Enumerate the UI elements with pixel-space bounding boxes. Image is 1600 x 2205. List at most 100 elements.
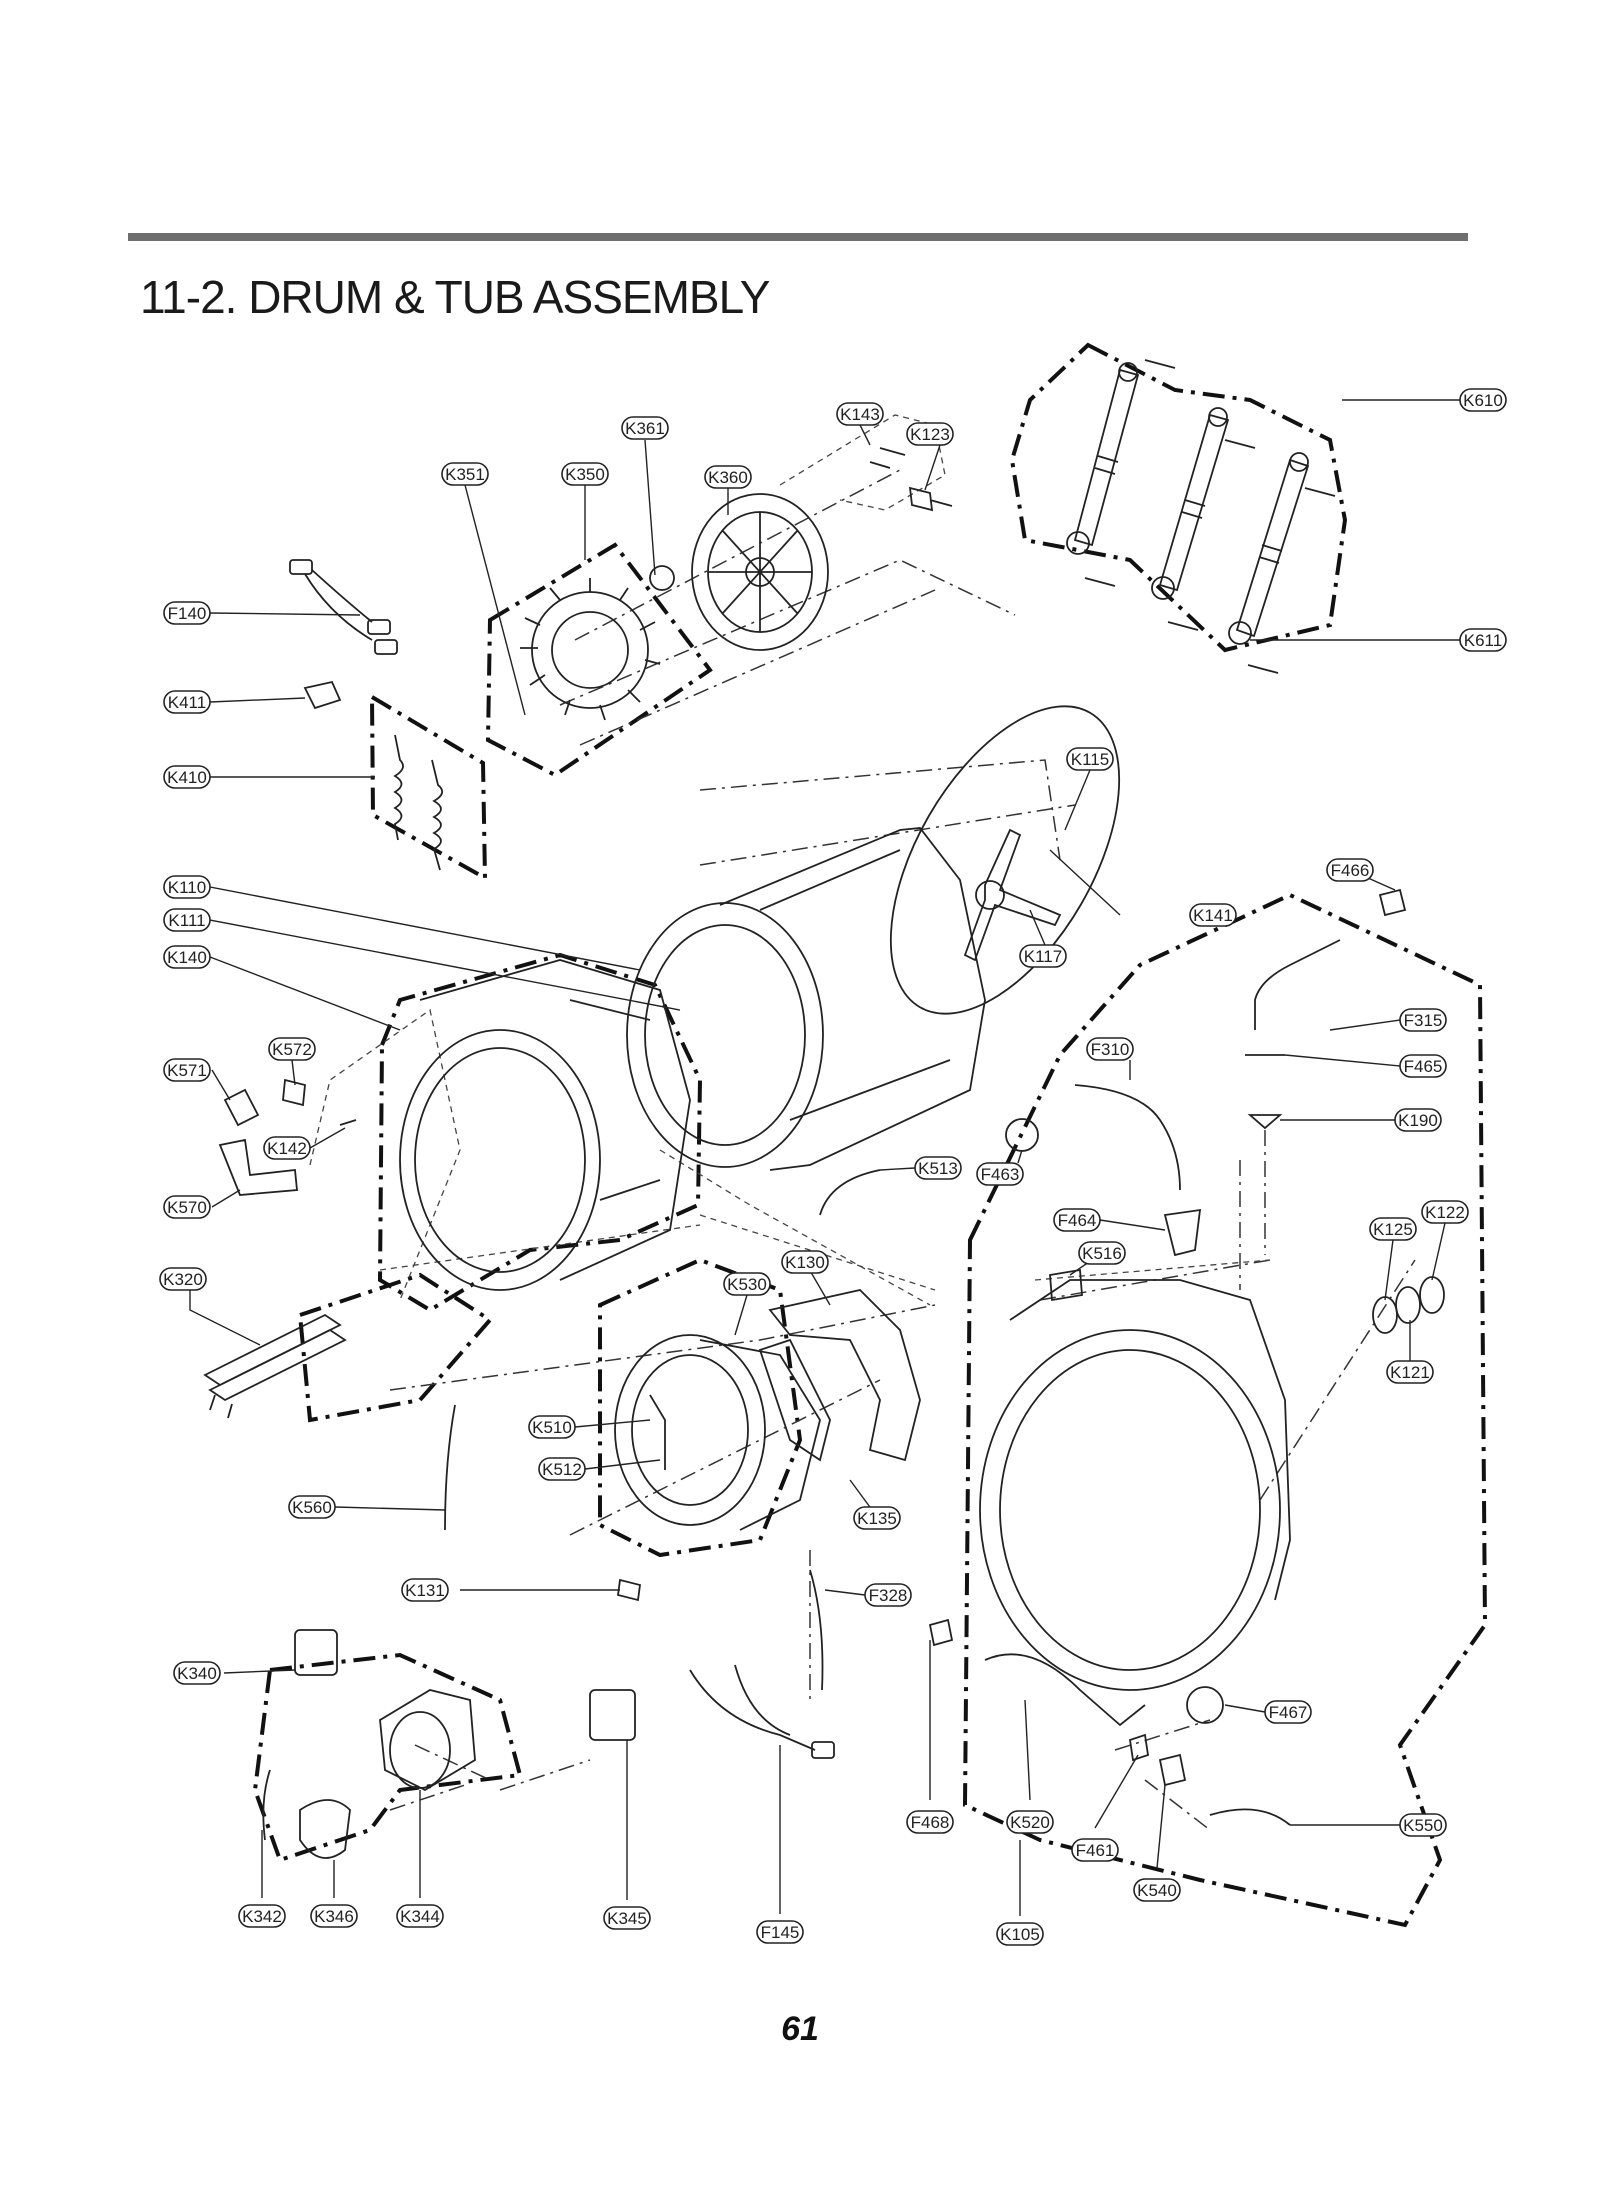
svg-text:F464: F464 [1058,1211,1097,1230]
part-f468 [928,1618,954,1647]
callout-f463: F463 [976,1162,1024,1186]
callout-k351: K351 [441,462,489,486]
boundary-pump [252,1652,523,1863]
callout-k510: K510 [528,1415,576,1439]
callout-k320: K320 [159,1267,207,1291]
svg-text:K513: K513 [918,1159,958,1178]
page-number: 61 [781,2010,819,2048]
svg-text:K131: K131 [405,1581,445,1600]
boundary-shock-absorbers [1009,342,1348,653]
hose-f315 [1254,939,1341,1030]
svg-text:F328: F328 [869,1586,908,1605]
callout-f466: F466 [1326,858,1374,882]
callout-k115: K115 [1066,747,1114,771]
svg-text:K550: K550 [1403,1816,1443,1835]
callout-k346: K346 [310,1904,358,1928]
rotor-k360 [691,493,829,651]
svg-text:K350: K350 [565,465,605,484]
spider-k117 [963,828,1062,962]
callout-k610: K610 [1459,388,1507,412]
wire-harness-f140 [289,559,398,655]
clamp-k572 [282,1078,306,1107]
svg-text:F145: F145 [761,1923,800,1942]
svg-text:F315: F315 [1404,1011,1443,1030]
svg-text:K135: K135 [857,1509,897,1528]
svg-text:K190: K190 [1398,1111,1438,1130]
leader-lines [189,399,1460,1916]
callout-k142: K142 [263,1136,311,1160]
callout-f328: F328 [864,1583,912,1607]
callout-k360: K360 [704,465,752,489]
callout-k190: K190 [1394,1108,1442,1132]
callout-f315: F315 [1399,1008,1447,1032]
svg-text:K510: K510 [532,1418,572,1437]
callout-k111: K111 [163,908,211,932]
callout-k512: K512 [538,1457,586,1481]
svg-text:K410: K410 [167,768,207,787]
callout-k345: K345 [603,1906,651,1930]
svg-text:K560: K560 [292,1498,332,1517]
svg-text:K540: K540 [1137,1881,1177,1900]
svg-text:K570: K570 [167,1198,207,1217]
svg-text:F465: F465 [1404,1057,1443,1076]
part-f461 [1128,1733,1150,1762]
screw-k142 [339,1119,357,1126]
hose-k560 [444,1404,456,1531]
callout-f468: F468 [906,1810,954,1834]
callout-k130: K130 [781,1250,829,1274]
svg-text:K111: K111 [168,911,205,930]
axis-lines [389,469,1416,1831]
svg-text:K516: K516 [1082,1244,1122,1263]
callout-f465: F465 [1399,1054,1447,1078]
svg-text:K571: K571 [167,1061,207,1080]
svg-text:F466: F466 [1331,861,1370,880]
svg-text:K105: K105 [1000,1925,1040,1944]
clamp-k135 [758,1338,831,1462]
svg-text:F468: F468 [911,1813,950,1832]
hose-f328 [809,1569,824,1691]
svg-text:K123: K123 [910,425,950,444]
door-collar-k530 [614,1334,821,1531]
shock-absorber-2 [1151,407,1230,600]
svg-text:K122: K122 [1425,1203,1465,1222]
shock-pins [1084,359,1336,674]
cable-f145 [689,1664,835,1759]
clamp-f464 [1163,1208,1202,1257]
clip-k411 [303,680,342,710]
svg-text:K346: K346 [314,1907,354,1926]
svg-text:K611: K611 [1464,631,1502,650]
bearings [1372,1276,1445,1334]
svg-text:F140: F140 [168,604,207,623]
callout-k123: K123 [906,422,954,446]
svg-text:K130: K130 [785,1253,825,1272]
svg-text:K512: K512 [542,1460,582,1479]
svg-text:F310: F310 [1091,1040,1130,1059]
svg-text:K361: K361 [625,419,665,438]
page-title: 11-2. DRUM & TUB ASSEMBLY [140,271,770,323]
svg-text:K572: K572 [272,1040,312,1059]
washer-k143 [869,447,906,469]
dashed-lines [309,414,1271,1306]
rear-tub-k105 [979,1279,1291,1691]
callout-k141: K141 [1189,903,1237,927]
svg-text:K117: K117 [1024,947,1062,966]
callout-f467: F467 [1264,1700,1312,1724]
callout-k105: K105 [996,1922,1044,1946]
screw-k131 [617,1578,641,1602]
elbow-k570 [218,1138,298,1196]
callout-k117: K117 [1019,944,1067,968]
svg-text:K143: K143 [840,405,880,424]
shock-absorber-1 [1066,362,1140,555]
callout-k350: K350 [561,462,609,486]
svg-text:F463: F463 [981,1165,1020,1184]
svg-text:K142: K142 [267,1139,307,1158]
svg-text:F461: F461 [1076,1841,1115,1860]
svg-text:K610: K610 [1463,391,1503,410]
callout-k361: K361 [621,416,669,440]
svg-text:F467: F467 [1269,1703,1308,1722]
callout-f145: F145 [756,1920,804,1944]
callout-k143: K143 [836,402,884,426]
svg-text:K140: K140 [167,948,207,967]
callout-k125: K125 [1369,1217,1417,1241]
